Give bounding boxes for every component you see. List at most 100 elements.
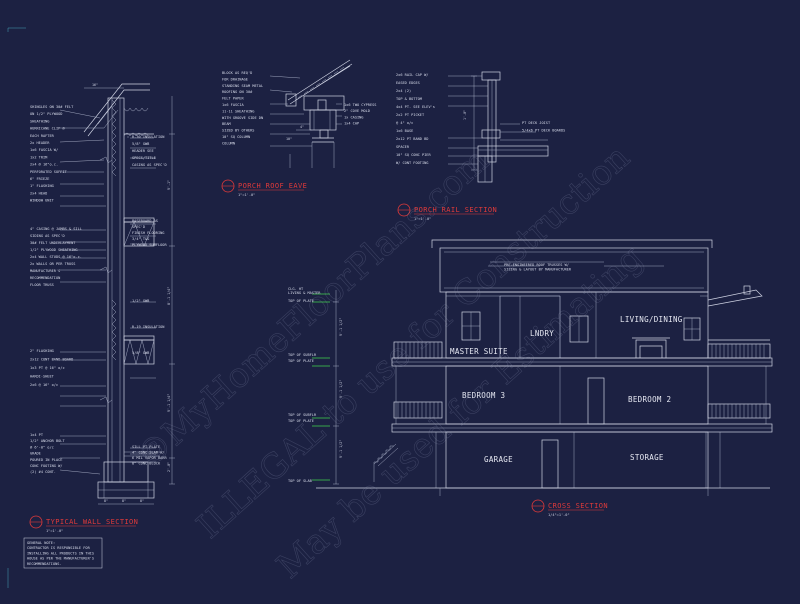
- wall-callout-mid-right-2: SPEC'D: [132, 225, 145, 229]
- wall-callout-upper-4: HURRICANE CLIP @: [30, 127, 65, 131]
- wall-callout-mid-9: FLOOR TRUSS: [30, 283, 54, 287]
- wall-callout-upper-2: ON 1/2" PLYWOOD: [30, 112, 62, 116]
- wall-callout-low-right-2: R-19 INSULATION: [132, 325, 164, 329]
- eave-callout-8: WITH GROOVE SIDE DN: [222, 116, 263, 120]
- level-label-3: TOP OF PLATE: [288, 299, 314, 303]
- rail-callout-2: EASED EDGES: [396, 81, 420, 85]
- eave-callout-10: SIZED BY OTHERS: [222, 129, 254, 133]
- wall-callout-upper-10: PERFORATED SOFFIT: [30, 170, 68, 174]
- room-bedroom-2: BEDROOM 2: [628, 395, 671, 404]
- truss-note-line-2: SIZING & LAYOUT BY MANUFACTURER: [504, 268, 572, 272]
- wall-callout-low-2: 2x12 CONT BAND BOARD: [30, 358, 73, 362]
- porch-rail-right-upper: [707, 343, 771, 359]
- wall-section-title-text: TYPICAL WALL SECTION: [46, 518, 138, 526]
- wall-callout-upper-right-4: SPECS/TITLE: [132, 156, 156, 160]
- room-bedroom-3: BEDROOM 3: [462, 391, 505, 400]
- room-master-suite: MASTER SUITE: [450, 347, 508, 356]
- general-note-line-1: GENERAL NOTE:: [27, 541, 55, 545]
- eave-title: PORCH ROOF EAVE 1"=1'-0": [221, 179, 307, 197]
- rail-scale: 1"=1'-0": [414, 217, 431, 221]
- wall-callout-mid-6: 2x WALLS OR PER TRUSS: [30, 262, 75, 266]
- eave-title-text: PORCH ROOF EAVE: [238, 182, 307, 190]
- wall-callout-mid-4: 1/2" PLYWOOD SHEATHING: [30, 248, 78, 252]
- wall-callout-low-3: 1x3 PT @ 16" o/c: [30, 366, 65, 370]
- eave-callout-right-3: 1x CASING: [344, 115, 363, 119]
- wall-callout-upper-11: 6" FRIEZE: [30, 177, 49, 181]
- truss-note: PRE-ENGINEERED ROOF TRUSSES W/SIZING & L…: [504, 263, 572, 272]
- level-label-6: TOP OF SUBFLR: [288, 413, 317, 417]
- cross-section-scale: 1/4"=1'-0": [548, 513, 570, 517]
- cross-section-dim-1: 9'-1 1/2": [339, 318, 343, 336]
- wall-callout-upper-6: 2x HEADER: [30, 141, 50, 145]
- wall-callout-mid-7: MANUFACTURER'S: [30, 269, 60, 273]
- eave-callout-9: BEAM: [222, 122, 231, 126]
- wall-callout-upper-12: 1" FLASHING: [30, 184, 54, 188]
- wall-callout-upper-5: EACH RAFTER: [30, 134, 55, 138]
- wall-callout-mid-8: RECOMMENDATION: [30, 276, 60, 280]
- eave-dim-1: 4": [300, 125, 304, 129]
- wall-callout-low-4: HARDI-SHEET: [30, 375, 55, 379]
- wall-top-dim: 16": [92, 83, 98, 87]
- general-note-line-3: INSTALLING ALL PRODUCTS IN THIS: [27, 551, 94, 555]
- rail-dim: 1'-0": [463, 110, 467, 120]
- rail-callout-8: 1x6 BASE: [396, 129, 413, 133]
- wall-callout-low-right-1: 1/2" GWB: [132, 299, 149, 303]
- level-label-2: LIVING & MASTER: [288, 291, 321, 295]
- room-labels: LNDRY LIVING/DINING MASTER SUITE BEDROOM…: [450, 315, 682, 464]
- rail-callout-10: SPACER: [396, 145, 410, 149]
- wall-callout-base-right-2: 4" CONC SLAB W/: [132, 451, 164, 455]
- eave-callout-right-1: 1x6 TWO CYPRESS: [344, 103, 376, 107]
- wall-callout-base-right-3: 6 MIL VAPOR BARR: [132, 456, 167, 460]
- rail-callout-right-2: 5/4x6 PT DECK BOARDS: [522, 129, 565, 133]
- wall-callout-mid-3: 30# FELT UNDERLAYMENT: [30, 241, 76, 245]
- wall-callout-mid-2: SIDING AS SPEC'D: [30, 234, 65, 238]
- wall-callout-mid-right-5: PLYWOOD SUBFLOOR: [132, 243, 167, 247]
- room-lndry: LNDRY: [530, 329, 554, 338]
- wall-callout-base-1: 1x4 PT: [30, 433, 44, 437]
- wall-section-scale: 1"=1'-0": [46, 529, 63, 533]
- rail-callout-right-1: PT DECK JOIST: [522, 121, 551, 125]
- rail-callout-7: @ 4" o/c: [396, 121, 413, 125]
- eave-callout-1: BLOCK AS REQ'D: [222, 71, 252, 75]
- wall-callout-low-right-3: 5/8" GWB: [132, 351, 149, 355]
- eave-callout-2: FOR DRAINAGE: [222, 77, 248, 81]
- porch-rail-left-mid: [393, 366, 443, 424]
- wall-callout-upper-1: SHINGLES ON 30# FELT: [30, 105, 74, 109]
- rail-title-text: PORCH RAIL SECTION: [414, 206, 497, 214]
- wall-callout-base-6: CONC FOOTING W/: [30, 464, 62, 468]
- wall-vertical-dims: 9'-1"8'-1 1/4"9'-1 1/4"2'-0": [167, 180, 171, 472]
- sheet-corner-marks: [7, 27, 26, 588]
- rail-callout-4: TOP & BOTTOM: [396, 97, 423, 101]
- rail-callout-11: 10" SQ CONC PIER: [396, 153, 431, 157]
- wall-callout-mid-5: 2x4 WALL STUDS @ 16"o.c.: [30, 255, 82, 259]
- floor-truss-lower: [123, 335, 155, 365]
- eave-scale: 1"=1'-0": [238, 193, 255, 197]
- rail-callout-6: 2x2 PT PICKET: [396, 113, 425, 117]
- wall-callout-low-5: 2x6 @ 16" o/c: [30, 383, 58, 387]
- eave-dim-2: 10": [286, 137, 292, 141]
- eave-callout-6: 1x6 FASCIA: [222, 103, 244, 107]
- floor-truss-upper: [123, 217, 155, 247]
- cross-section-dim-3: 9'-1 1/2": [339, 440, 343, 458]
- wall-callout-upper-14: WINDOW UNIT: [30, 199, 55, 203]
- wall-bottom-dim-3: 8": [140, 499, 144, 503]
- eave-callout-5: FELT PAPER: [222, 97, 244, 101]
- rail-callouts-right: PT DECK JOIST 5/4x6 PT DECK BOARDS: [522, 121, 565, 133]
- wall-vertical-dim-1: 9'-1": [167, 180, 171, 190]
- rail-title: PORCH RAIL SECTION 1"=1'-0": [397, 203, 497, 221]
- eave-callout-12: COLUMN: [222, 141, 235, 145]
- rail-callout-1: 2x6 RAIL CAP W/: [396, 73, 428, 77]
- cross-section-title-text: CROSS SECTION: [548, 502, 608, 510]
- wall-callout-base-5: POURED IN PLACE: [30, 458, 62, 462]
